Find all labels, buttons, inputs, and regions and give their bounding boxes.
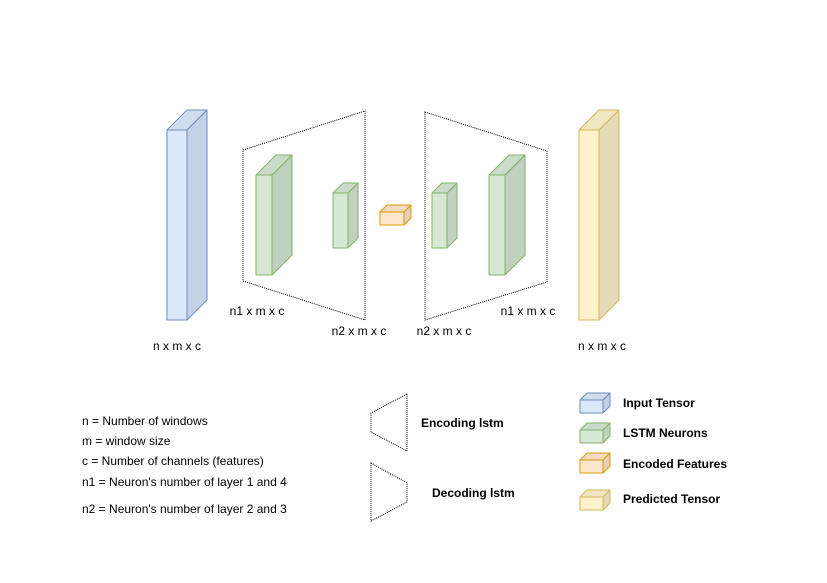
- legend-swatch-encoded: [579, 452, 611, 474]
- legend-swatch-predicted: [579, 489, 611, 511]
- encoder-layer-2-label: n2 x m x c: [332, 324, 387, 338]
- legend-label-encoded: Encoded Features: [623, 457, 727, 471]
- legend-label-input: Input Tensor: [623, 396, 695, 410]
- decoding-shape-icon: [370, 462, 408, 522]
- note-n1: n1 = Neuron's number of layer 1 and 4: [82, 475, 287, 489]
- encoder-layer-1-label: n1 x m x c: [230, 304, 285, 318]
- decoding-legend-label: Decoding lstm: [432, 486, 515, 500]
- output-tensor-label: n x m x c: [578, 339, 626, 353]
- decoder-layer-1-label: n1 x m x c: [501, 304, 556, 318]
- predicted-tensor-block: [578, 109, 620, 321]
- input-tensor-block: [166, 109, 208, 321]
- decoder-frame: [424, 111, 548, 321]
- legend-label-predicted: Predicted Tensor: [623, 492, 720, 506]
- encoded-features-block: [379, 204, 412, 226]
- decoder-layer-2-label: n2 x m x c: [417, 324, 472, 338]
- note-n2: n2 = Neuron's number of layer 2 and 3: [82, 502, 287, 516]
- note-c: c = Number of channels (features): [82, 454, 264, 468]
- note-n: n = Number of windows: [82, 414, 208, 428]
- encoding-shape-icon: [370, 393, 408, 452]
- legend-swatch-lstm: [579, 422, 611, 444]
- note-m: m = window size: [82, 434, 171, 448]
- legend-swatch-input: [579, 392, 611, 414]
- encoder-lstm-layer-2: [332, 182, 359, 249]
- decoder-lstm-layer-2: [431, 182, 458, 249]
- encoder-lstm-layer-1: [255, 154, 293, 276]
- decoder-lstm-layer-1: [488, 154, 526, 276]
- encoding-legend-label: Encoding lstm: [421, 416, 504, 430]
- input-tensor-label: n x m x c: [153, 339, 201, 353]
- encoder-frame: [242, 110, 366, 321]
- legend-label-lstm: LSTM Neurons: [623, 426, 708, 440]
